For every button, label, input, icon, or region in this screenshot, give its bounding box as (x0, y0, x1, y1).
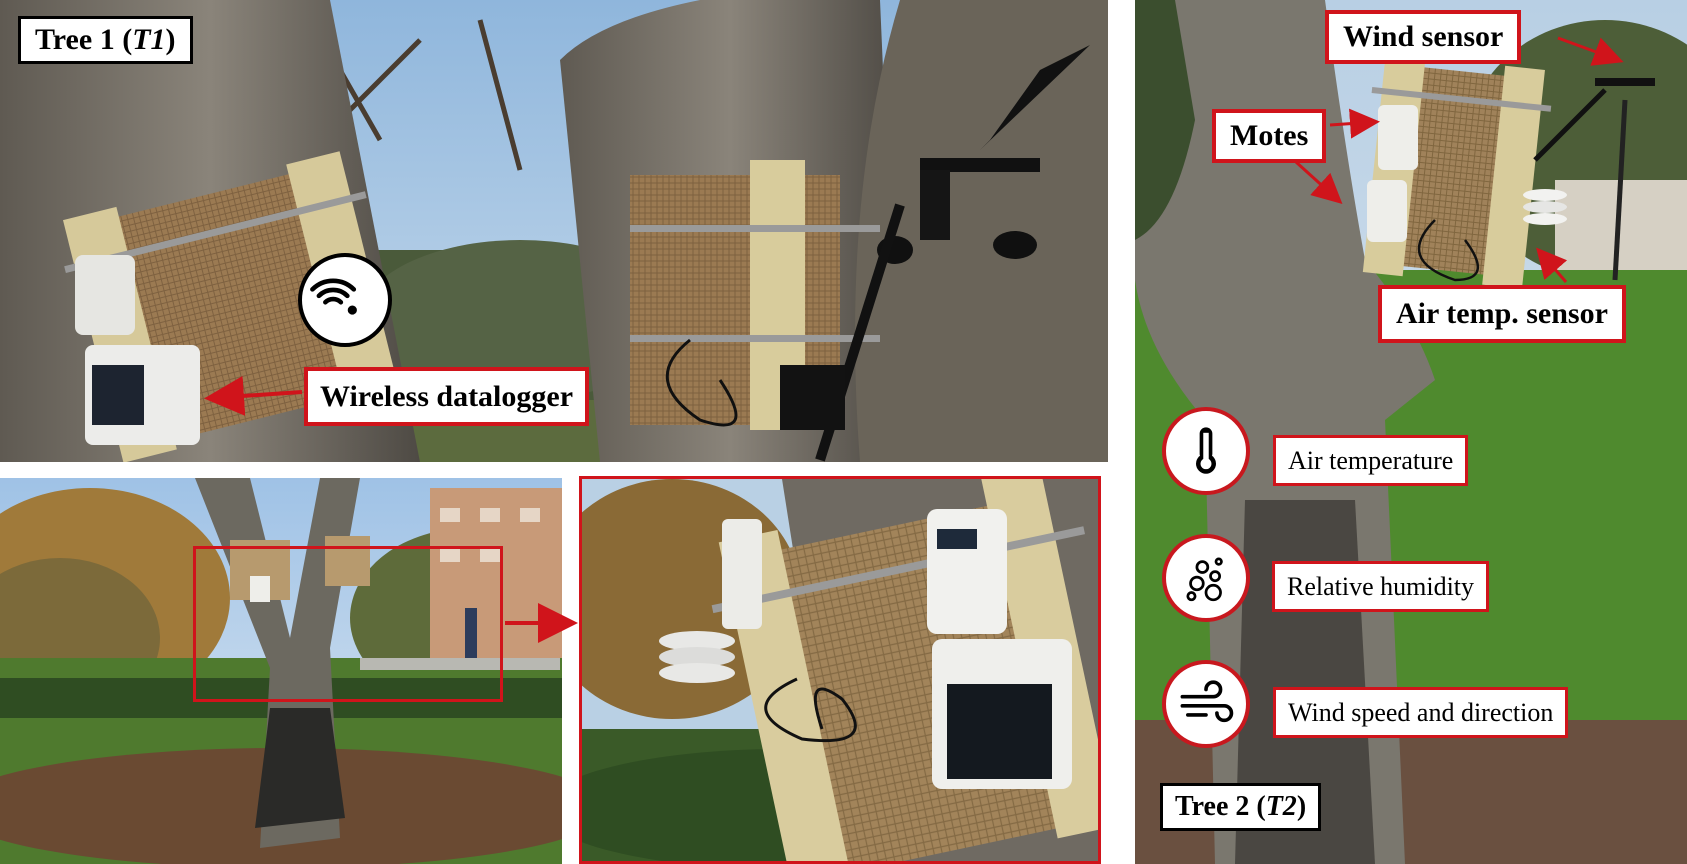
photo-tree1-wide-scene (0, 478, 562, 864)
wifi-icon (310, 278, 357, 315)
tree1-label: Tree 1 (T1) (18, 16, 193, 64)
legend-icon-air-temperature (1162, 407, 1250, 495)
legend-icon-relative-humidity (1162, 534, 1250, 622)
wifi-badge (298, 253, 392, 347)
humidity-icon (1186, 557, 1223, 602)
motes-label: Motes (1212, 109, 1327, 163)
air-temp-sensor-label: Air temp. sensor (1378, 285, 1626, 343)
legend-icon-wind (1162, 660, 1250, 748)
legend-label-wind: Wind speed and direction (1273, 687, 1569, 738)
tree2-code: T2 (1265, 791, 1297, 822)
photo-zoom-scene (582, 479, 1098, 861)
legend-label-relative-humidity: Relative humidity (1272, 561, 1490, 612)
photo-tree1-sensors (0, 0, 1108, 462)
tree1-code: T1 (132, 23, 166, 56)
photo-tree1-scene (0, 0, 1108, 462)
photo-zoom-detail (579, 476, 1101, 864)
datalogger-label: Wireless datalogger (304, 367, 590, 426)
thermometer-icon (1196, 427, 1216, 474)
highlight-box (193, 546, 503, 702)
tree2-label: Tree 2 (T2) (1160, 783, 1322, 831)
wind-icon (1180, 680, 1234, 723)
legend-label-air-temperature: Air temperature (1273, 435, 1469, 486)
photo-tree1-wide (0, 478, 562, 864)
wind-sensor-label: Wind sensor (1325, 10, 1522, 64)
